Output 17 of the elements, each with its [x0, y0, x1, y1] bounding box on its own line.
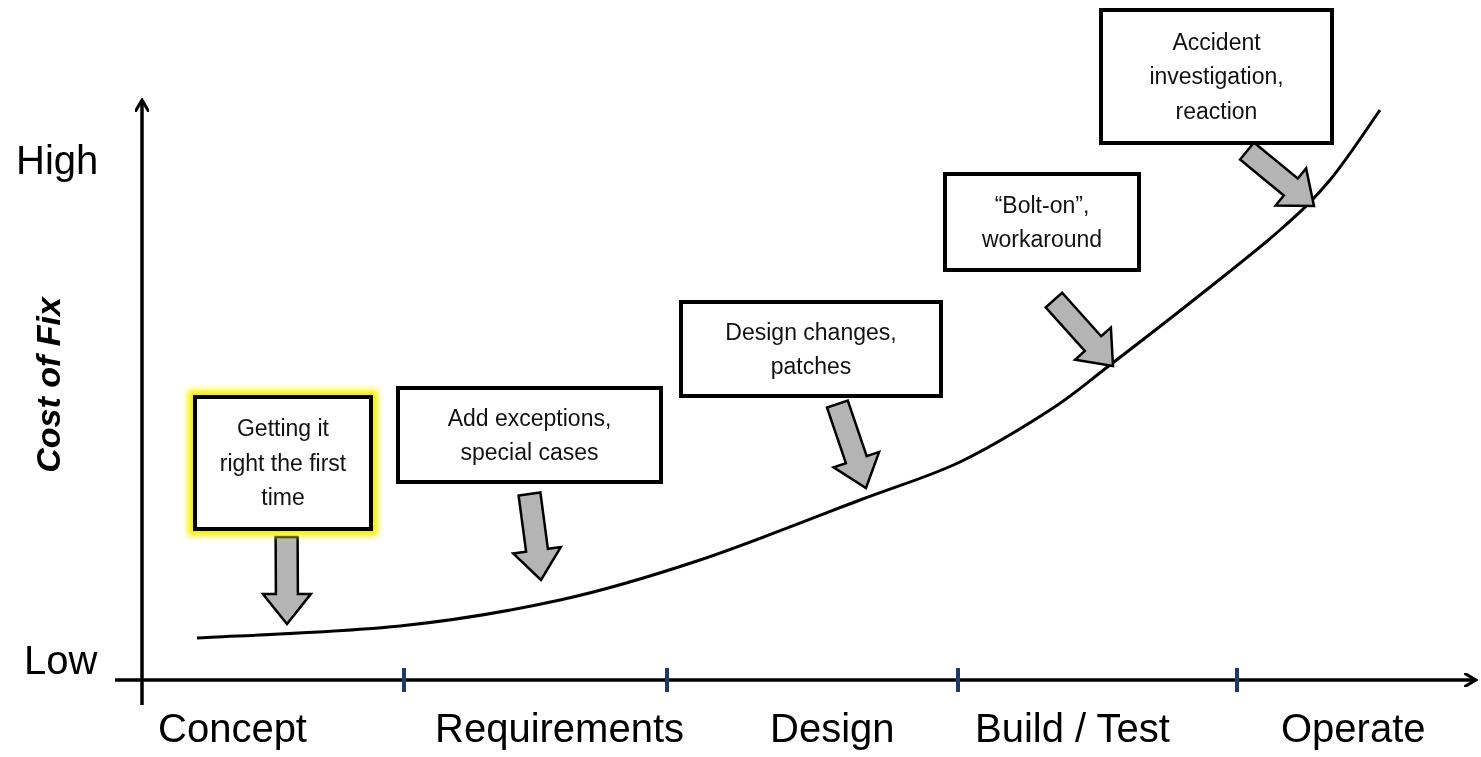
- stage-box: Getting it right the first time: [193, 395, 373, 531]
- stage-box: Design changes, patches: [679, 300, 943, 398]
- axis-label: Build / Test: [975, 706, 1170, 751]
- block-arrow: [510, 491, 564, 582]
- axis-label: High: [16, 138, 99, 183]
- axis-label: Design: [770, 706, 895, 751]
- axis-title: Cost of Fix: [28, 297, 68, 473]
- stage-box: “Bolt-on”, workaround: [943, 172, 1141, 272]
- axis-label: Low: [24, 638, 98, 683]
- axis-label: Concept: [158, 706, 307, 751]
- block-arrow: [1043, 290, 1115, 368]
- block-arrow: [825, 398, 882, 490]
- stage-box: Accident investigation, reaction: [1099, 8, 1334, 145]
- axis-label: Operate: [1281, 706, 1426, 751]
- block-arrow: [260, 535, 314, 626]
- axis-label: Requirements: [435, 706, 684, 751]
- stage-box: Add exceptions, special cases: [396, 386, 663, 484]
